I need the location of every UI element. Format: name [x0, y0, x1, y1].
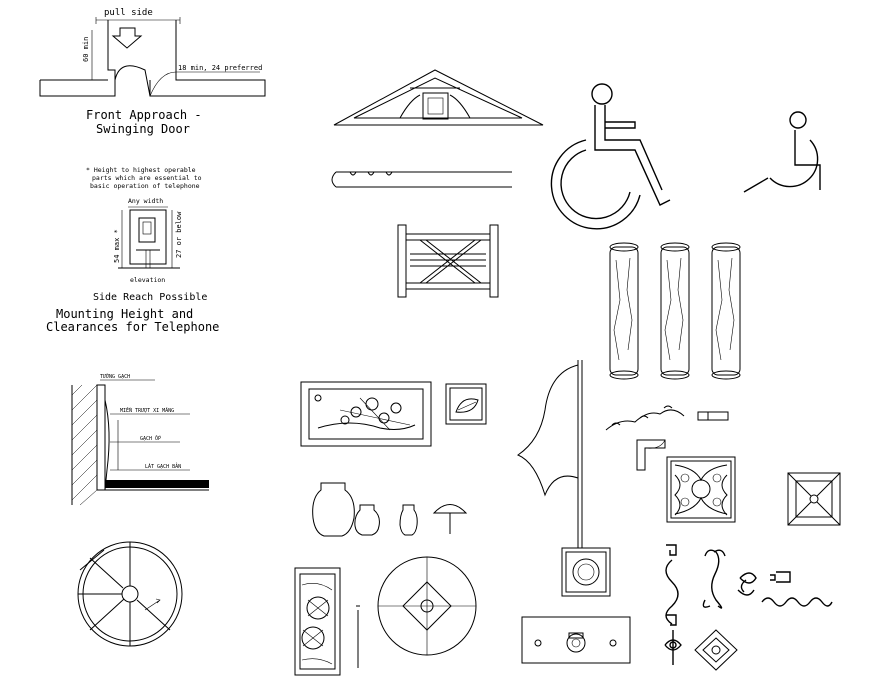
wall-label-floor: LÁT GẠCH BẢN	[145, 462, 181, 470]
flag-icon	[516, 360, 583, 548]
vase-icon	[312, 482, 355, 537]
wall-label-wall: TƯỜNG GẠCH	[100, 373, 130, 380]
door-front-approach: pull side 60 min 18 min, 24 preferred Fr…	[39, 8, 266, 136]
wheelchair-large-icon	[550, 83, 671, 230]
wrought-iron-panel	[666, 456, 736, 523]
door-clearance-label: 18 min, 24 preferred	[178, 64, 262, 72]
pyramid-tile	[787, 472, 841, 526]
round-table-plan	[377, 556, 477, 656]
wall-label-tile: MIỀN TRƯỢT XI MĂNG	[120, 406, 174, 414]
telephone-icon	[138, 217, 156, 243]
timber-logs	[609, 242, 741, 380]
ironwork-branch	[605, 405, 729, 471]
phone-note-line2: parts which are essential to	[92, 174, 202, 182]
vase-icon	[399, 504, 418, 536]
phone-any-width-label: Any width	[128, 197, 163, 205]
basin-plan	[521, 616, 631, 664]
door-pull-side-label: pull side	[104, 8, 153, 18]
pull-arrow-icon	[111, 27, 143, 49]
door-caption-line1: Front Approach -	[86, 108, 202, 122]
phone-caption-line2: Clearances for Telephone	[46, 320, 219, 334]
phone-side-reach: Side Reach Possible	[93, 292, 207, 303]
phone-elevation-label: elevation	[130, 276, 165, 284]
telephone-clearance-detail: * Height to highest operable parts which…	[46, 166, 219, 334]
phone-caption-line1: Mounting Height and	[56, 307, 193, 321]
floral-painting-frame	[300, 381, 432, 447]
phone-note-line1: * Height to highest operable	[86, 166, 196, 174]
wall-section-detail: TƯỜNG GẠCH MIỀN TRƯỢT XI MĂNG GẠCH ỐP LÁ…	[71, 373, 209, 506]
decorative-rug-panel	[294, 567, 360, 676]
fence-panel	[397, 224, 499, 298]
vase-icon	[354, 504, 380, 536]
door-caption-line2: Swinging Door	[96, 122, 190, 136]
umbrella-icon	[432, 504, 468, 514]
door-min-height-label: 60 min	[82, 37, 90, 62]
diamond-ornament-icon	[694, 629, 738, 671]
wheelchair-small-icon	[743, 111, 821, 193]
flag-base-plan	[561, 547, 611, 597]
phone-note-line3: basic operation of telephone	[90, 182, 200, 190]
ornament-icon	[664, 544, 833, 665]
phone-max-label: 54 max *	[113, 229, 121, 263]
spiral-stair-icon	[77, 541, 183, 647]
rail-profile	[331, 171, 512, 188]
roof-truss-ornament	[333, 69, 544, 126]
wall-label-skirting: GẠCH ỐP	[140, 435, 161, 442]
pottery-vases	[312, 482, 468, 537]
small-leaf-frame	[445, 383, 487, 425]
phone-below-label: 27 or below	[175, 211, 183, 258]
